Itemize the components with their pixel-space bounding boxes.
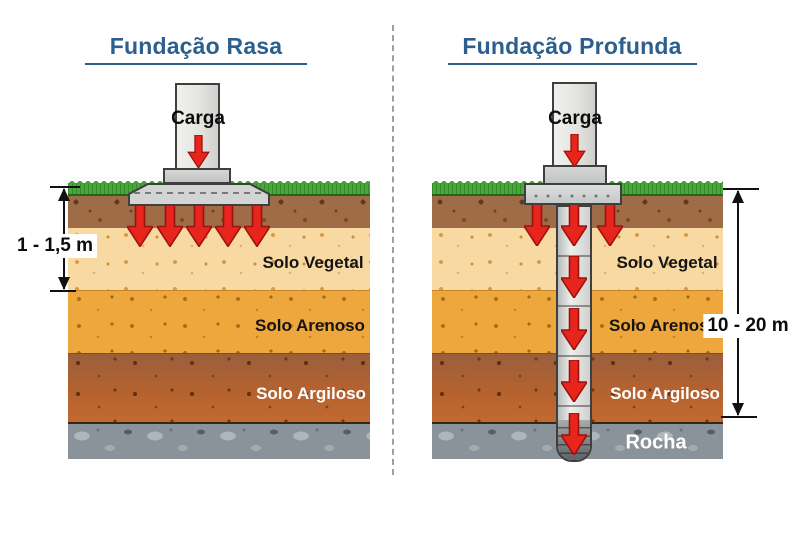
friction-arrow-icon [524,204,550,246]
soil-layer-vegetal [68,228,370,290]
pressure-arrow-icon [215,204,241,247]
layer-label-vegetal: Solo Vegetal [262,253,364,272]
depth-dimension-line [721,188,759,418]
footing-pedestal [163,168,231,184]
load-arrow-icon [561,134,588,167]
layer-label-argiloso: Solo Argiloso [610,384,720,403]
depth-label: 10 - 20 m [703,314,793,338]
pile-load-arrow-icon [561,308,587,350]
pile-load-arrow-icon [561,360,587,402]
pressure-arrow-icon [157,204,183,247]
title-underline [85,63,307,65]
soil-layer-rock [68,422,370,459]
panel-title: Fundação Rasa [109,33,283,59]
soil-layer-argiloso [68,353,370,422]
panel-title: Fundação Profunda [462,33,682,59]
load-label: Carga [171,108,225,129]
soil-layer-arenoso [68,290,370,353]
pile-tip-arrow-icon [561,413,587,455]
layer-label-rock: Rocha [625,431,687,454]
layer-label-arenoso: Solo Arenoso [255,316,365,335]
spread-footing [128,183,270,206]
depth-label: 1 - 1,5 m [12,234,98,258]
panel-divider [392,25,394,475]
pile-cap [524,183,622,205]
pressure-arrow-icon [186,204,212,247]
title-underline [448,63,697,65]
friction-arrow-icon [597,204,623,246]
pile-cap-dots [534,194,612,198]
layer-label-vegetal: Solo Vegetal [616,253,718,272]
pile-load-arrow-icon [561,256,587,298]
load-arrow-icon [185,135,212,168]
layer-label-arenoso: Solo Arenoso [609,316,719,335]
pressure-arrow-icon [127,204,153,247]
pile-load-arrow-icon [561,204,587,246]
layer-label-argiloso: Solo Argiloso [256,384,366,403]
cap-pedestal [543,165,607,185]
load-label: Carga [548,108,602,129]
pressure-arrow-icon [244,204,270,247]
